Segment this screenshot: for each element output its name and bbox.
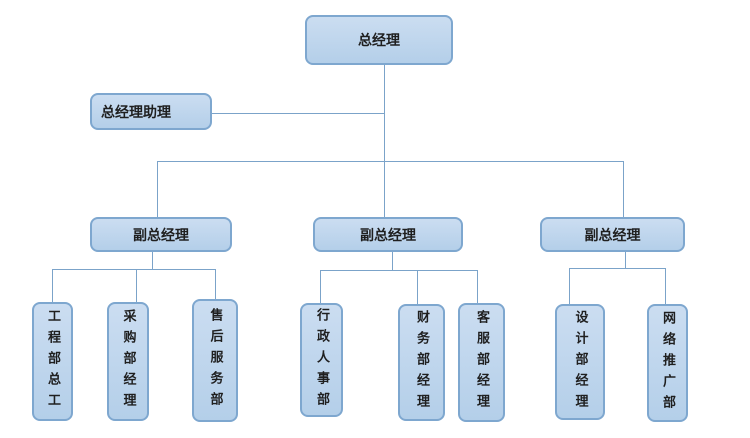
connector-drop-deputy-1: [157, 161, 158, 217]
connector-drop-after-sales: [215, 269, 216, 299]
node-gm-assistant-label: 总经理助理: [101, 104, 171, 121]
node-gm-assistant: 总经理助理: [90, 93, 212, 130]
node-after-sales-dept: 售后服务部: [192, 299, 238, 422]
node-deputy-gm-2: 副总经理: [313, 217, 463, 252]
connector-stub-deputy-1: [152, 252, 153, 269]
node-general-manager-label: 总经理: [358, 33, 400, 49]
connector-drop-customer-service: [477, 270, 478, 303]
node-admin-hr-dept: 行政人事部: [300, 303, 343, 417]
node-finance-manager: 财务部经理: [398, 304, 445, 421]
connector-drop-admin-hr: [320, 270, 321, 303]
connector-drop-design: [569, 268, 570, 304]
node-engineering-chief-label: 工程部总工: [45, 309, 60, 414]
connector-drop-online-marketing: [665, 268, 666, 304]
node-finance-manager-label: 财务部经理: [414, 310, 429, 415]
node-deputy-gm-3: 副总经理: [540, 217, 685, 252]
node-general-manager: 总经理: [305, 15, 453, 65]
node-purchasing-manager: 采购部经理: [107, 302, 149, 421]
node-online-marketing-dept: 网络推广部: [647, 304, 688, 422]
connector-drop-purchasing: [136, 269, 137, 302]
node-deputy-gm-1: 副总经理: [90, 217, 232, 252]
node-deputy-gm-2-label: 副总经理: [360, 227, 416, 244]
node-after-sales-dept-label: 售后服务部: [207, 308, 223, 413]
connector-stub-deputy-2: [392, 252, 393, 270]
connector-root-trunk: [384, 65, 385, 217]
connector-drop-finance: [417, 270, 418, 304]
node-design-manager: 设计部经理: [555, 304, 605, 420]
connector-spread-group-3: [569, 268, 665, 269]
connector-assistant-link: [212, 113, 384, 114]
node-admin-hr-dept-label: 行政人事部: [314, 307, 329, 413]
node-customer-service-manager: 客服部经理: [458, 303, 505, 422]
connector-stub-deputy-3: [625, 252, 626, 268]
connector-drop-engineering: [52, 269, 53, 302]
connector-spread-group-1: [52, 269, 215, 270]
node-deputy-gm-3-label: 副总经理: [584, 227, 641, 244]
node-design-manager-label: 设计部经理: [572, 309, 588, 415]
connector-drop-deputy-3: [623, 161, 624, 217]
node-customer-service-manager-label: 客服部经理: [474, 310, 489, 415]
node-purchasing-manager-label: 采购部经理: [120, 309, 136, 414]
node-engineering-chief: 工程部总工: [32, 302, 73, 421]
node-deputy-gm-1-label: 副总经理: [133, 227, 189, 244]
connector-main-spread: [157, 161, 624, 162]
connector-spread-group-2: [320, 270, 477, 271]
node-online-marketing-dept-label: 网络推广部: [660, 310, 675, 416]
